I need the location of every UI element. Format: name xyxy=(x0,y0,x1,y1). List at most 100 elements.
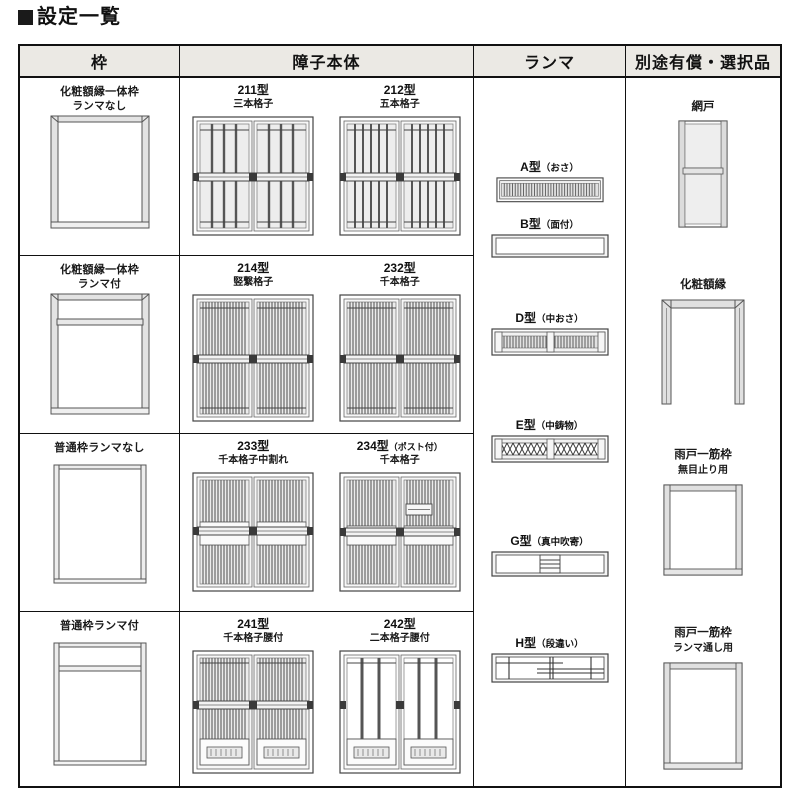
ranma-note-e: （中鋳物） xyxy=(535,421,584,432)
transom-fine-slats-drawing xyxy=(495,177,604,203)
option-cell-screen-door: 網戸 xyxy=(626,78,780,256)
column-header-ranma: ランマ xyxy=(474,46,626,76)
option-label-shutter-blind: 雨戸一筋枠 無目止り用 xyxy=(674,448,732,478)
screen-door-drawing xyxy=(678,120,728,228)
option-cell-shutter-blind: 雨戸一筋枠 無目止り用 xyxy=(626,434,780,612)
ranma-title-d: D型（中おさ） xyxy=(515,311,583,325)
shoji-3bar-drawing xyxy=(192,116,314,236)
frame-label-4: 普通枠ランマ付 xyxy=(60,620,139,634)
frame-label-2-line1: 化粧額縁一体枠 xyxy=(59,264,140,276)
shoji-model-232: 232型 xyxy=(383,261,416,275)
column-header-shoji-body: 障子本体 xyxy=(180,46,474,76)
shoji-cell-211: 211型 三本格子 xyxy=(180,78,327,255)
column-header-frame: 枠 xyxy=(20,46,180,76)
table-body: 化粧額縁一体枠 ランマなし 化粧額縁一体枠 xyxy=(20,78,780,788)
shoji-model-234-note: （ポスト付） xyxy=(388,442,443,452)
shoji-row-1: 211型 三本格子 xyxy=(180,78,473,256)
shoji-row-3: 233型 千本格子中割れ xyxy=(180,434,473,612)
ranma-model-d: D型 xyxy=(515,311,537,325)
shoji-model-212: 212型 xyxy=(383,83,416,97)
frame-cell-4: 普通枠ランマ付 xyxy=(20,612,179,788)
shoji-row-2: 214型 竪繋格子 xyxy=(180,256,473,434)
ranma-model-e: E型 xyxy=(515,418,536,432)
shoji-cell-214: 214型 竪繋格子 xyxy=(180,256,327,433)
frame-label-1-line2: ランマなし xyxy=(72,99,127,112)
ranma-cell-a: A型（おさ） xyxy=(474,78,625,203)
ranma-title-b: B型（面付） xyxy=(520,217,579,231)
shoji-tate-tsunagi-drawing xyxy=(192,294,314,422)
option-label-casing-trim: 化粧額縁 xyxy=(680,278,726,293)
column-header-options: 別途有償・選択品 xyxy=(634,55,771,72)
shoji-name-233: 千本格子中割れ xyxy=(218,454,289,466)
transom-stepped-drawing xyxy=(490,653,609,683)
ranma-cell-e: E型（中鋳物） xyxy=(474,386,625,496)
ranma-model-g: G型 xyxy=(510,534,532,548)
shoji-model-234-number: 234型 xyxy=(356,439,389,453)
shoji-row-4: 241型 千本格子腰付 xyxy=(180,612,473,788)
shoji-cell-241: 241型 千本格子腰付 xyxy=(180,612,327,788)
table-header-row: 枠 障子本体 ランマ 別途有償・選択品 xyxy=(20,46,780,78)
shoji-cell-212: 212型 五本格子 xyxy=(327,78,474,255)
ranma-note-b: （面付） xyxy=(540,220,579,231)
ranma-note-g: （真中吹寄） xyxy=(531,537,589,548)
shoji-5bar-drawing xyxy=(339,116,461,236)
ranma-column: A型（おさ） xyxy=(474,78,626,788)
shoji-name-214: 竪繋格子 xyxy=(233,276,274,288)
frame-column: 化粧額縁一体枠 ランマなし 化粧額縁一体枠 xyxy=(20,78,180,788)
frame-label-4-line1: 普通枠ランマ付 xyxy=(59,620,140,632)
plain-frame-with-transom-drawing xyxy=(53,642,146,766)
frame-label-1: 化粧額縁一体枠 ランマなし xyxy=(60,86,139,113)
ranma-model-b: B型 xyxy=(520,217,541,231)
ranma-title-g: G型（真中吹寄） xyxy=(510,534,588,548)
ranma-cell-b: B型（面付） xyxy=(474,203,625,291)
ranma-cell-h: H型（段違い） xyxy=(474,596,625,788)
option-label-screen-door-line1: 網戸 xyxy=(691,101,715,113)
frame-with-transom-drawing xyxy=(50,293,149,415)
ranma-note-h: （段違い） xyxy=(536,639,584,650)
shoji-name-242: 二本格子腰付 xyxy=(369,632,430,644)
shoji-model-241: 241型 xyxy=(237,617,270,631)
plain-frame-no-transom-drawing xyxy=(53,464,146,584)
shoji-name-232: 千本格子 xyxy=(379,276,420,288)
shoji-model-234: 234型（ポスト付） xyxy=(356,439,443,454)
shoji-model-233: 233型 xyxy=(237,439,270,453)
option-label-shutter-blind-line1: 雨戸一筋枠 xyxy=(674,449,732,461)
frame-cell-3: 普通枠ランマなし xyxy=(20,434,179,612)
shoji-2bar-koshi-drawing xyxy=(339,650,461,774)
black-square-bullet-icon xyxy=(18,9,33,25)
option-label-shutter-blind-line2: 無目止り用 xyxy=(678,464,728,476)
ranma-note-a: （おさ） xyxy=(540,163,579,174)
frame-cell-2: 化粧額縁一体枠 ランマ付 xyxy=(20,256,179,434)
shoji-model-242: 242型 xyxy=(383,617,416,631)
ranma-cell-d: D型（中おさ） xyxy=(474,291,625,386)
ranma-title-e: E型（中鋳物） xyxy=(516,418,584,432)
page-title-row: 設定一覧 xyxy=(0,0,800,30)
shoji-senbon-post-drawing xyxy=(339,472,461,592)
option-label-shutter-transom-line1: 雨戸一筋枠 xyxy=(674,627,732,639)
shutter-frame-transom-drawing xyxy=(663,662,743,770)
ranma-title-h: H型（段違い） xyxy=(515,636,583,650)
shoji-name-234: 千本格子 xyxy=(379,454,420,466)
frame-no-transom-drawing xyxy=(50,115,149,229)
frame-cell-1: 化粧額縁一体枠 ランマなし xyxy=(20,78,179,256)
ranma-note-d: （中おさ） xyxy=(536,314,584,325)
shoji-senbon-koshi-drawing xyxy=(192,650,314,774)
transom-cast-lattice-drawing xyxy=(490,435,609,463)
frame-label-3-line1: 普通枠ランマなし xyxy=(54,442,145,454)
shutter-frame-blind-drawing xyxy=(663,484,743,576)
option-label-shutter-transom: 雨戸一筋枠 ランマ通し用 xyxy=(673,626,733,656)
settings-table: 枠 障子本体 ランマ 別途有償・選択品 化粧額縁一体枠 ランマなし xyxy=(18,44,782,788)
shoji-body-column: 211型 三本格子 xyxy=(180,78,474,788)
transom-center-group-drawing xyxy=(490,551,609,577)
option-label-casing-trim-line1: 化粧額縁 xyxy=(680,279,726,291)
shoji-name-211: 三本格子 xyxy=(233,98,274,110)
option-cell-casing-trim: 化粧額縁 xyxy=(626,256,780,434)
shoji-cell-234: 234型（ポスト付） 千本格子 xyxy=(327,434,474,611)
casing-trim-drawing xyxy=(661,299,745,405)
ranma-model-h: H型 xyxy=(515,636,537,650)
shoji-model-214: 214型 xyxy=(237,261,270,275)
transom-mid-slats-drawing xyxy=(490,328,609,356)
shoji-name-212: 五本格子 xyxy=(379,98,420,110)
shoji-model-211: 211型 xyxy=(237,83,269,97)
